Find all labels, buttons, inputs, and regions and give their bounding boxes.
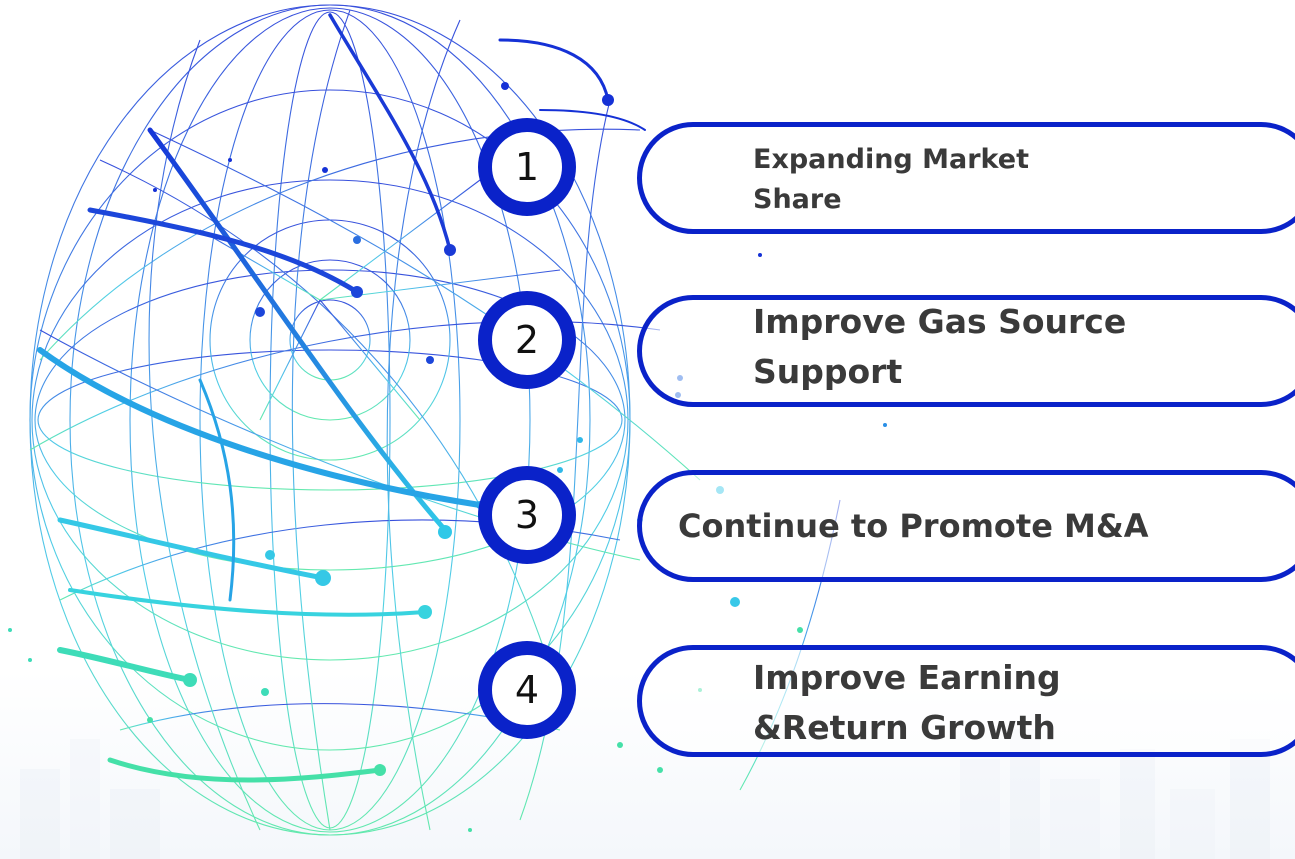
step-3-pill: [637, 470, 1295, 582]
step-2-pill: [637, 295, 1295, 407]
background-skyline-decoration: [20, 729, 1270, 859]
step-1-number-badge: 1: [478, 118, 576, 216]
step-3-label: Continue to Promote M&A: [678, 507, 1149, 545]
step-2-label: Improve Gas Source Support: [753, 302, 1127, 391]
step-4-label: Improve Earning &Return Growth: [753, 658, 1061, 747]
step-4-pill: [637, 645, 1295, 757]
step-3-number-badge: 3: [478, 466, 576, 564]
step-4-number: 4: [514, 668, 540, 712]
step-4-number-badge: 4: [478, 641, 576, 739]
step-1-label: Expanding Market Share: [753, 144, 1030, 215]
step-3-number: 3: [514, 493, 540, 537]
step-1-number: 1: [514, 145, 540, 189]
step-2-number: 2: [514, 318, 540, 362]
step-1-pill: [637, 122, 1295, 234]
step-2-number-badge: 2: [478, 291, 576, 389]
